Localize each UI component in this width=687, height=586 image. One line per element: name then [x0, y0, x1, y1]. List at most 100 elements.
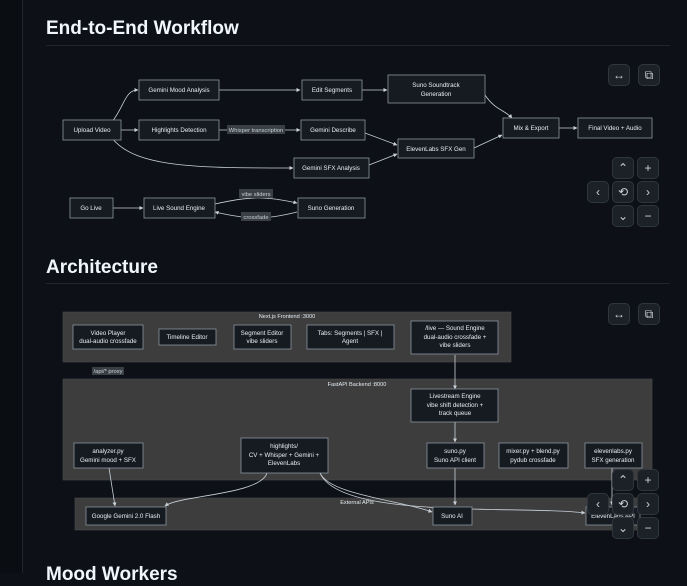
svg-text:dual-audio crossfade: dual-audio crossfade [79, 338, 137, 345]
svg-text:Gemini Describe: Gemini Describe [310, 127, 356, 134]
svg-text:Mix & Export: Mix & Export [513, 125, 548, 132]
edge-label-whisper: Whisper transcription [227, 125, 285, 134]
pan-left-button[interactable]: ‹ [587, 493, 609, 515]
zoom-in-button[interactable]: + [637, 469, 659, 491]
svg-text:Tabs: Segments | SFX |: Tabs: Segments | SFX | [318, 330, 383, 337]
pan-right-button[interactable]: › [637, 181, 659, 203]
arch-node-livestream-engine: Livestream Engine vibe shift detection +… [410, 388, 499, 423]
svg-text:Suno API client: Suno API client [434, 457, 476, 464]
copy-button[interactable]: ⧉ [638, 64, 660, 86]
chevron-down-icon: ⌄ [617, 209, 629, 223]
svg-text:track queue: track queue [439, 410, 472, 417]
svg-text:Highlights Detection: Highlights Detection [151, 127, 207, 134]
arch-node-suno-ai: Suno AI [432, 506, 473, 526]
copy-button[interactable]: ⧉ [638, 303, 660, 325]
cluster-frontend: Next.js Frontend :3000 [62, 311, 512, 363]
svg-text:vibe sliders: vibe sliders [440, 342, 471, 349]
pan-up-button[interactable]: ⌃ [612, 157, 634, 179]
left-gutter [0, 0, 23, 573]
svg-text:ElevenLabs: ElevenLabs [268, 460, 300, 467]
zoom-out-button[interactable]: − [637, 517, 659, 539]
svg-text:dual-audio crossfade +: dual-audio crossfade + [424, 334, 487, 341]
chevron-right-icon: › [646, 497, 650, 511]
chevron-left-icon: ‹ [596, 497, 600, 511]
zoom-in-button[interactable]: + [637, 157, 659, 179]
svg-text:highlights/: highlights/ [270, 443, 298, 450]
svg-text:Video Player: Video Player [91, 330, 126, 337]
arch-node-segment-editor: Segment Editor vibe sliders [233, 324, 292, 350]
arch-node-video-player: Video Player dual-audio crossfade [72, 324, 144, 350]
workflow-edges [111, 88, 578, 219]
svg-text:vibe sliders: vibe sliders [242, 192, 271, 198]
svg-text:Gemini mood + SFX: Gemini mood + SFX [80, 457, 136, 464]
svg-text:Agent: Agent [342, 338, 358, 345]
edge-label-vibe-sliders: vibe sliders [239, 189, 273, 198]
chevron-left-icon: ‹ [596, 185, 600, 199]
svg-text:Live Sound Engine: Live Sound Engine [153, 205, 206, 212]
chevron-up-icon: ⌃ [617, 473, 629, 487]
svg-text:crossfade: crossfade [243, 215, 268, 221]
node-highlights-detection: Highlights Detection [138, 119, 220, 141]
svg-text:Final Video + Audio: Final Video + Audio [588, 125, 642, 132]
svg-text:External APIs: External APIs [340, 500, 374, 506]
node-gemini-mood-analysis: Gemini Mood Analysis [138, 79, 220, 101]
node-suno-soundtrack-generation: Suno Soundtrack Generation [387, 74, 486, 104]
svg-text:/live — Sound Engine: /live — Sound Engine [425, 325, 485, 332]
svg-text:/api/* proxy: /api/* proxy [94, 369, 123, 375]
zoom-out-icon: − [644, 521, 652, 535]
reset-view-button[interactable]: ⟲ [612, 181, 634, 203]
arch-node-live-sound-engine: /live — Sound Engine dual-audio crossfad… [410, 320, 499, 355]
reset-icon: ⟲ [617, 497, 629, 511]
pan-right-button[interactable]: › [637, 493, 659, 515]
svg-text:ElevenLabs SFX Gen: ElevenLabs SFX Gen [406, 146, 466, 153]
pan-left-button[interactable]: ‹ [587, 181, 609, 203]
node-final-video-audio: Final Video + Audio [577, 117, 653, 139]
node-go-live: Go Live [69, 197, 114, 219]
svg-text:Gemini SFX Analysis: Gemini SFX Analysis [302, 165, 360, 172]
node-gemini-sfx-analysis: Gemini SFX Analysis [293, 157, 370, 179]
svg-text:Suno Generation: Suno Generation [308, 205, 355, 212]
section-title-mood-workers: Mood Workers [46, 564, 178, 585]
node-edit-segments: Edit Segments [301, 79, 363, 101]
arch-node-highlights: highlights/ CV + Whisper + Gemini + Elev… [240, 437, 329, 474]
arch-node-gemini-flash: Google Gemini 2.0 Flash [85, 506, 167, 526]
chevron-down-icon: ⌄ [617, 521, 629, 535]
cluster-external-apis: External APIs [74, 497, 641, 531]
svg-text:pydub crossfade: pydub crossfade [510, 457, 556, 464]
svg-text:Whisper transcription: Whisper transcription [229, 128, 283, 134]
expand-horizontal-icon: ↔ [613, 307, 625, 321]
svg-text:Suno AI: Suno AI [441, 513, 463, 520]
edge-label-crossfade: crossfade [241, 212, 271, 221]
svg-text:mixer.py + blend.py: mixer.py + blend.py [506, 448, 560, 455]
zoom-out-icon: − [644, 209, 652, 223]
reset-icon: ⟲ [617, 185, 629, 199]
svg-text:analyzer.py: analyzer.py [92, 448, 124, 455]
svg-text:Segment Editor: Segment Editor [241, 330, 284, 337]
pan-up-button[interactable]: ⌃ [612, 469, 634, 491]
section-title-architecture: Architecture [46, 257, 158, 278]
chevron-up-icon: ⌃ [617, 161, 629, 175]
node-mix-export: Mix & Export [502, 117, 560, 139]
copy-icon: ⧉ [644, 67, 654, 82]
reset-view-button[interactable]: ⟲ [612, 493, 634, 515]
node-elevenlabs-sfx-gen: ElevenLabs SFX Gen [397, 138, 475, 159]
arch-node-tabs: Tabs: Segments | SFX | Agent [306, 324, 395, 350]
workflow-diagram: Upload Video Highlights Detection Gemini… [62, 74, 653, 531]
svg-text:SFX generation: SFX generation [592, 457, 636, 464]
pan-down-button[interactable]: ⌄ [612, 205, 634, 227]
section-title-workflow: End-to-End Workflow [46, 18, 239, 39]
zoom-out-button[interactable]: − [637, 205, 659, 227]
svg-text:Livestream Engine: Livestream Engine [429, 393, 481, 400]
fit-width-button[interactable]: ↔ [608, 303, 630, 325]
node-upload-video: Upload Video [62, 119, 122, 141]
arch-node-mixer: mixer.py + blend.py pydub crossfade [498, 442, 569, 469]
svg-text:Suno Soundtrack: Suno Soundtrack [412, 82, 460, 89]
pan-down-button[interactable]: ⌄ [612, 517, 634, 539]
svg-text:Go Live: Go Live [80, 205, 102, 212]
arch-node-timeline-editor: Timeline Editor [158, 328, 217, 346]
fit-width-button[interactable]: ↔ [608, 64, 630, 86]
svg-text:elevenlabs.py: elevenlabs.py [594, 448, 633, 455]
proxy-label: /api/* proxy [92, 367, 124, 375]
svg-text:Edit Segments: Edit Segments [312, 87, 352, 94]
svg-text:Upload Video: Upload Video [73, 127, 111, 134]
